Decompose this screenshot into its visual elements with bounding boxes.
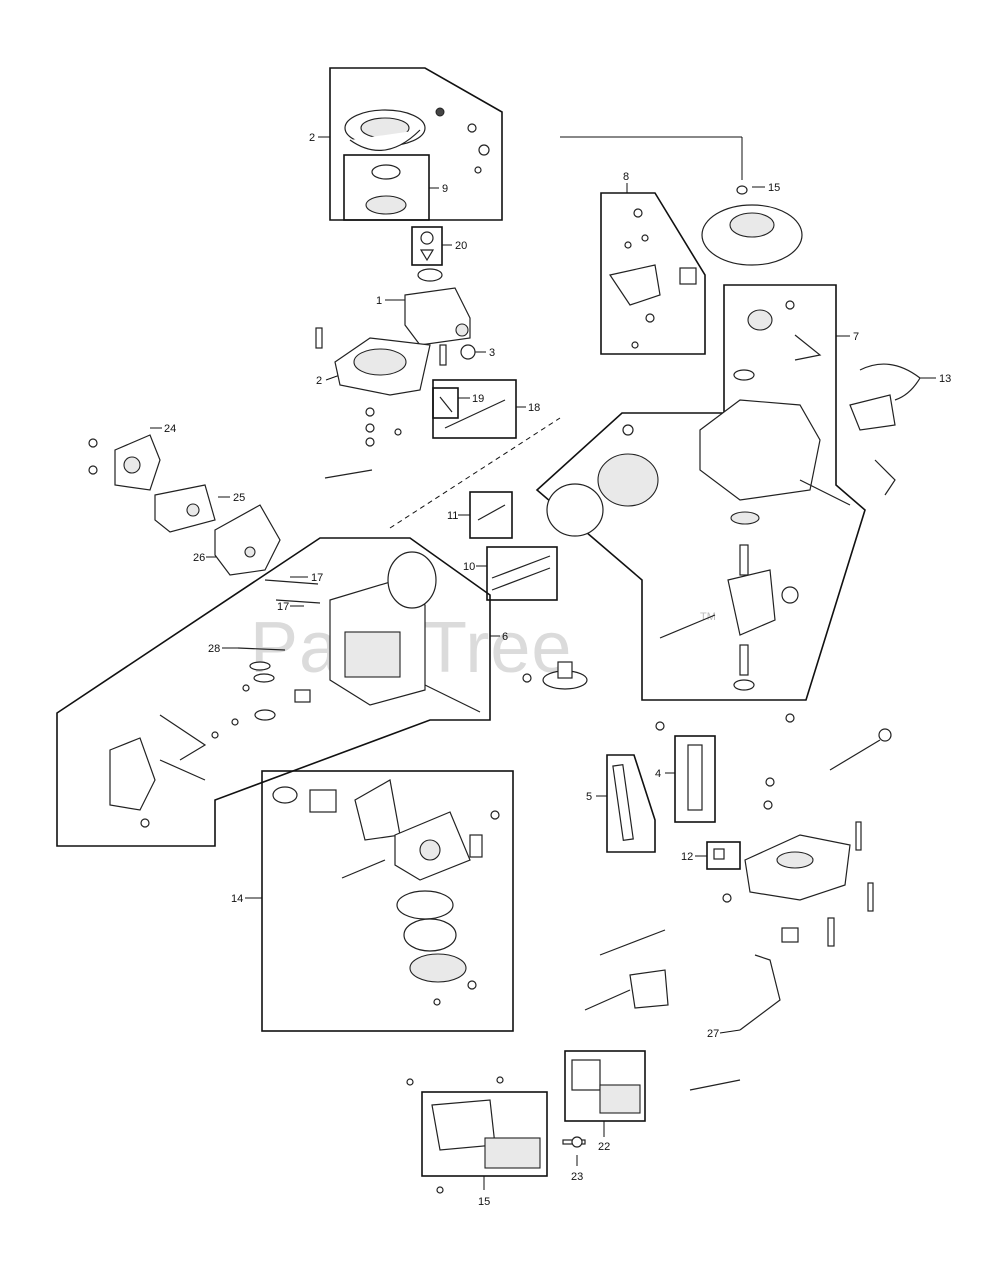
flywheel[interactable] [701, 185, 803, 266]
part-5-dipstick[interactable] [612, 763, 634, 842]
callout-labels: 2 9 20 1 3 2 19 18 24 25 26 17 17 28 6 1… [164, 132, 951, 1208]
rod-under-flange[interactable] [324, 469, 373, 479]
part-11-rod[interactable] [477, 504, 506, 521]
callout-24[interactable]: 24 [164, 423, 176, 435]
callout-15[interactable]: 15 [768, 182, 780, 194]
callout-9[interactable]: 9 [442, 183, 448, 195]
part-4-fill-tube[interactable] [687, 744, 703, 811]
part-22-filter[interactable] [571, 1059, 641, 1114]
part-2-flange[interactable] [334, 337, 431, 396]
part-7-engine-block[interactable] [699, 300, 851, 506]
part-3-nut[interactable] [460, 344, 476, 360]
throttle-cable[interactable] [584, 929, 781, 1091]
callout-2-flange[interactable]: 2 [316, 375, 322, 387]
part-26-shield[interactable] [214, 504, 281, 576]
callout-19[interactable]: 19 [472, 393, 484, 405]
group-outline-part-10[interactable] [486, 546, 558, 601]
part-10-pushrods[interactable] [491, 555, 551, 591]
group-outline-part-5[interactable] [606, 754, 656, 853]
group-outline-starter[interactable] [329, 67, 503, 221]
part-20-fitting[interactable] [419, 231, 435, 262]
callout-18[interactable]: 18 [528, 402, 540, 414]
callout-8[interactable]: 8 [623, 171, 629, 183]
callout-12[interactable]: 12 [681, 851, 693, 863]
cam-gear[interactable] [522, 661, 588, 690]
callout-23[interactable]: 23 [571, 1171, 583, 1183]
part-18-rods[interactable] [439, 396, 506, 429]
part-12-bracket[interactable] [713, 848, 725, 860]
group-outline-part-19[interactable] [432, 387, 459, 419]
callout-11[interactable]: 11 [447, 510, 458, 522]
callout-26[interactable]: 26 [193, 552, 205, 564]
recoil-starter-housing[interactable] [344, 109, 426, 151]
governor-linkage[interactable] [655, 713, 892, 771]
leader-lines [150, 136, 936, 1190]
callout-17-lower[interactable]: 17 [277, 601, 289, 613]
callout-27[interactable]: 27 [707, 1028, 719, 1040]
part-23-bolt[interactable] [562, 1136, 586, 1148]
callout-20[interactable]: 20 [455, 240, 467, 252]
callout-7[interactable]: 7 [853, 331, 859, 343]
group-outline-part-6[interactable] [56, 537, 491, 847]
part-24-cover[interactable] [88, 434, 161, 491]
part-13-choke[interactable] [849, 363, 921, 496]
callout-17[interactable]: 17 [311, 572, 323, 584]
callout-14[interactable]: 14 [231, 893, 243, 905]
carburetor-assembly[interactable] [272, 779, 500, 1006]
callout-5[interactable]: 5 [586, 791, 592, 803]
small-hardware-column[interactable] [315, 327, 447, 447]
callout-13[interactable]: 13 [939, 373, 951, 385]
part-8-governor[interactable] [609, 208, 697, 349]
starter-hardware[interactable] [435, 107, 490, 174]
callout-15-muffler[interactable]: 15 [478, 1196, 490, 1208]
piston-assembly[interactable] [546, 424, 659, 537]
part-6-crankcase[interactable] [237, 551, 481, 713]
part-25-housing[interactable] [154, 484, 216, 533]
callout-28[interactable]: 28 [208, 643, 220, 655]
part-6-bracket[interactable] [109, 714, 207, 828]
crankshaft[interactable] [659, 511, 799, 691]
callout-1[interactable]: 1 [376, 295, 382, 307]
group-outline-part-8[interactable] [600, 192, 706, 355]
part-6-hardware[interactable] [211, 661, 311, 739]
crankcase-cover[interactable] [722, 777, 874, 947]
group-outline-part-4[interactable] [674, 735, 716, 823]
callout-6[interactable]: 6 [502, 631, 508, 643]
group-outline-carburetor[interactable] [261, 770, 514, 1032]
callout-25[interactable]: 25 [233, 492, 245, 504]
starter-pulley[interactable] [365, 164, 407, 215]
callout-4[interactable]: 4 [655, 768, 661, 780]
watermark-trademark: TM [700, 611, 716, 623]
group-outline-part-11[interactable] [469, 491, 513, 539]
callout-3[interactable]: 3 [489, 347, 495, 359]
callout-22[interactable]: 22 [598, 1141, 610, 1153]
group-outline-part-7[interactable] [535, 284, 866, 701]
part-1-block[interactable] [404, 268, 471, 346]
callout-10[interactable]: 10 [463, 561, 475, 573]
part-16-muffler[interactable] [406, 1076, 541, 1194]
callout-2[interactable]: 2 [309, 132, 315, 144]
group-outline-part-20[interactable] [411, 226, 443, 266]
group-outline-part-22[interactable] [564, 1050, 646, 1122]
